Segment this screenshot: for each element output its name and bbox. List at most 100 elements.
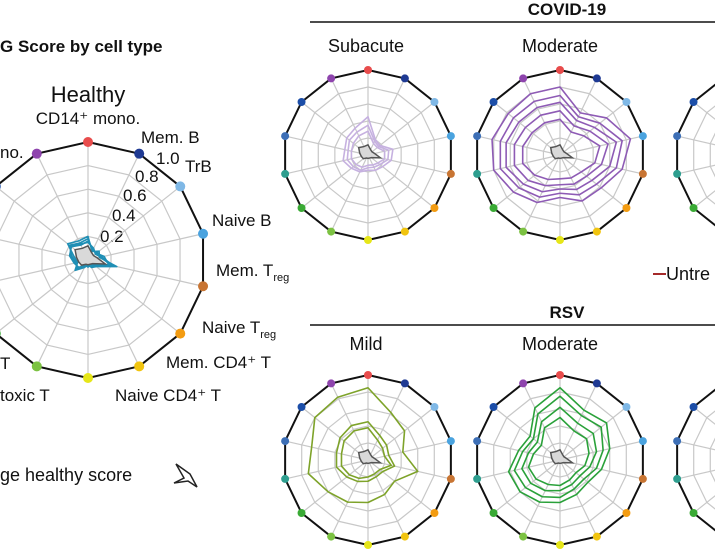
grid-spoke <box>493 101 561 156</box>
grid-spoke <box>367 78 406 156</box>
spoke-dot <box>0 183 1 190</box>
spoke-dot <box>364 66 372 74</box>
grid-ring <box>676 84 715 226</box>
grid-spoke <box>476 135 561 156</box>
grid-spoke <box>0 259 89 281</box>
grid-spoke <box>522 78 561 156</box>
spoke-dot <box>198 228 209 239</box>
spoke-dot <box>473 169 482 178</box>
spoke-dot <box>489 203 498 212</box>
spoke-dot <box>638 437 647 446</box>
grid-spoke <box>367 154 435 209</box>
grid-spoke <box>301 101 369 156</box>
grid-spoke <box>87 185 181 261</box>
spoke-label-cd14: CD14⁺ mono. <box>36 109 140 128</box>
spoke-dot <box>673 132 682 141</box>
spoke-dot <box>556 541 564 549</box>
grid-ring <box>693 410 715 510</box>
grid-spoke <box>367 383 406 461</box>
spoke-dot <box>489 508 498 517</box>
outer-border <box>676 83 715 227</box>
spoke-dot <box>175 328 186 339</box>
spoke-dot <box>556 66 564 74</box>
spoke-dot <box>327 227 336 236</box>
spoke-dot <box>673 169 682 178</box>
grid-spoke <box>693 101 715 120</box>
series-line <box>346 124 390 172</box>
spoke-dot <box>198 281 209 292</box>
spoke-dot <box>430 203 439 212</box>
spoke-dot <box>364 236 372 244</box>
grid-spoke <box>559 154 627 209</box>
tick-label-0.4: 0.4 <box>112 206 136 225</box>
spoke-label-memtreg: Mem. Treg <box>216 261 289 284</box>
series-line <box>505 101 618 193</box>
series-line <box>527 416 590 487</box>
series-line <box>521 406 598 492</box>
panel-label-mild: Mild <box>349 334 382 354</box>
spoke-dot <box>430 508 439 517</box>
spoke-label-memtreg-main: Mem. T <box>216 261 273 280</box>
spoke-dot <box>400 74 409 83</box>
spoke-dot <box>519 532 528 541</box>
rsv-group-label: RSV <box>550 303 586 322</box>
grid-spoke <box>522 154 561 232</box>
spoke-dot <box>134 361 145 372</box>
grid-spoke <box>36 259 89 367</box>
grid-spoke <box>367 135 452 156</box>
grid-spoke <box>301 154 369 209</box>
grid-spoke <box>493 459 561 514</box>
spoke-dot <box>489 403 498 412</box>
radar-partial-covid <box>673 83 715 227</box>
grid-spoke <box>559 459 627 514</box>
series-line <box>507 386 611 504</box>
avg-healthy-shape <box>549 448 575 465</box>
spoke-dot <box>83 373 93 383</box>
grid-spoke <box>559 440 644 461</box>
spoke-dot <box>519 227 528 236</box>
spoke-dot <box>673 437 682 446</box>
grid-spoke <box>284 459 369 480</box>
spoke-dot <box>430 403 439 412</box>
grid-spoke <box>87 259 181 335</box>
spoke-dot <box>592 532 601 541</box>
grid-spoke <box>301 406 369 461</box>
grid-spoke <box>330 383 369 461</box>
spoke-label-memcd4: Mem. CD4⁺ T <box>166 353 271 372</box>
grid-spoke <box>559 459 598 537</box>
grid-spoke <box>559 383 598 461</box>
spoke-dot <box>83 137 93 147</box>
spoke-dot <box>175 181 186 192</box>
spoke-dot <box>364 541 372 549</box>
grid-spoke <box>87 153 140 261</box>
spoke-dot <box>592 379 601 388</box>
spoke-dot <box>689 403 698 412</box>
avg-healthy-shape <box>74 244 108 266</box>
spoke-dot <box>622 508 631 517</box>
series-line <box>350 130 386 169</box>
grid-spoke <box>676 440 715 451</box>
spoke-dot <box>446 169 455 178</box>
figure-title: G Score by cell type <box>0 37 163 56</box>
grid-spoke <box>284 154 369 175</box>
outer-border <box>676 388 715 532</box>
spoke-dot <box>489 98 498 107</box>
covid-group-label: COVID-19 <box>528 0 606 19</box>
grid-spoke <box>476 459 561 480</box>
spoke-dot <box>673 474 682 483</box>
avg-healthy-shape <box>357 143 383 160</box>
spoke-label-naiveb: Naive B <box>212 211 272 230</box>
radar-moderate-covid <box>473 66 647 244</box>
grid-ring <box>0 141 204 379</box>
spoke-label-t: T <box>0 354 10 373</box>
spoke-dot <box>364 371 372 379</box>
grid-spoke <box>559 101 627 156</box>
grid-spoke <box>493 406 561 461</box>
grid-spoke <box>676 164 715 175</box>
series-line <box>513 395 604 499</box>
grid-spoke <box>367 406 435 461</box>
grid-spoke <box>693 406 715 425</box>
spoke-dot <box>638 169 647 178</box>
spoke-dot <box>622 98 631 107</box>
grid-spoke <box>367 440 452 461</box>
